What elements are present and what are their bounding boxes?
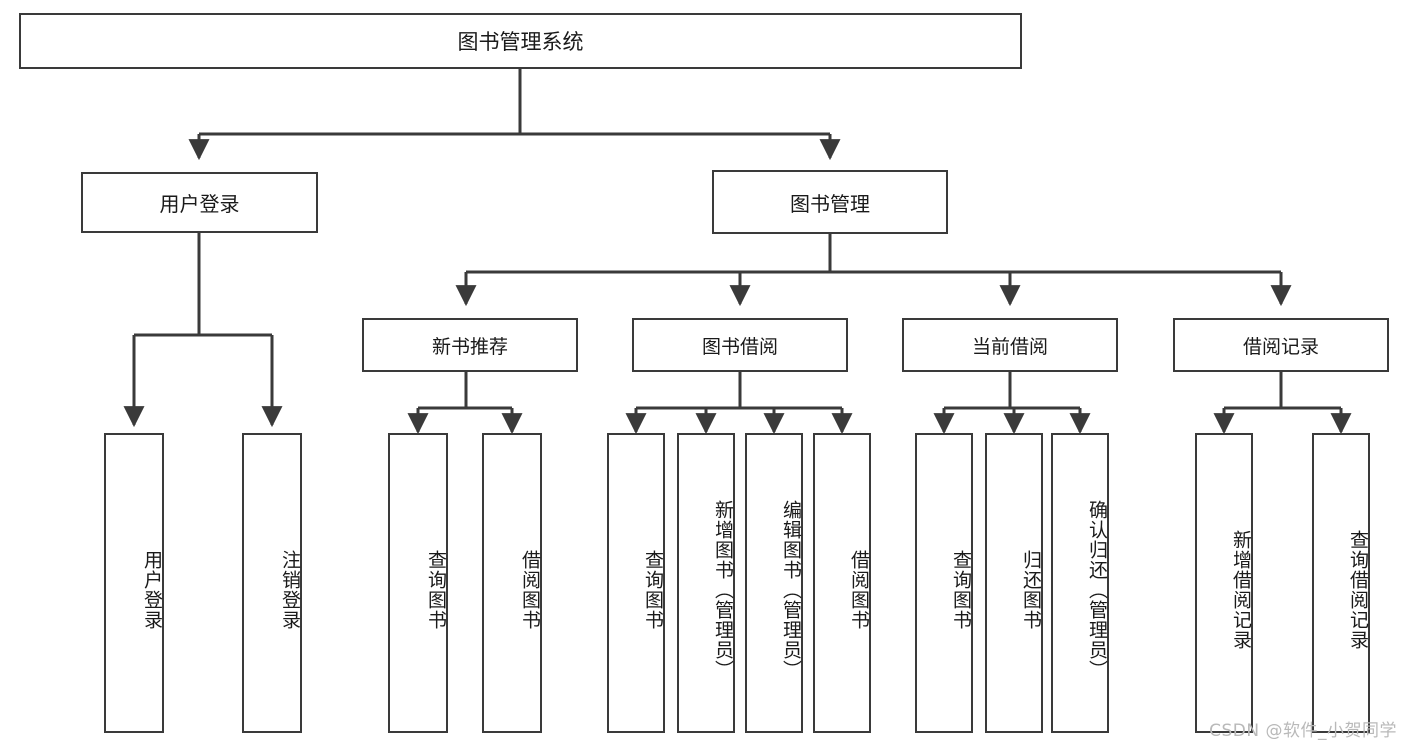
node-label: 图书管理系统 [457,30,584,54]
node-label: 用户登录 [141,550,163,630]
node-root-system[interactable]: 图书管理系统 [19,13,1022,69]
node-label: 借阅图书 [519,550,541,630]
node-label: 编辑图书（管理员） [780,500,802,680]
node-leaf-borrow-book-recommend[interactable]: 借阅图书 [482,433,542,733]
node-book-management[interactable]: 图书管理 [712,170,948,234]
node-label: 图书管理 [790,191,870,216]
node-leaf-edit-book-admin[interactable]: 编辑图书（管理员） [745,433,803,733]
node-leaf-add-book-admin[interactable]: 新增图书（管理员） [677,433,735,733]
node-leaf-user-login[interactable]: 用户登录 [104,433,164,733]
node-leaf-logout[interactable]: 注销登录 [242,433,302,733]
node-label: 归还图书 [1020,550,1042,630]
node-label: 借阅图书 [848,550,870,630]
node-leaf-query-book-current[interactable]: 查询图书 [915,433,973,733]
node-leaf-return-book[interactable]: 归还图书 [985,433,1043,733]
node-label: 用户登录 [159,192,240,216]
node-label: 查询借阅记录 [1347,530,1369,650]
node-borrow-record[interactable]: 借阅记录 [1173,318,1389,372]
node-new-book-recommend[interactable]: 新书推荐 [362,318,578,372]
node-label: 查询图书 [425,550,447,630]
node-label: 新增图书（管理员） [712,500,734,680]
node-leaf-query-borrow-record[interactable]: 查询借阅记录 [1312,433,1370,733]
node-current-borrow[interactable]: 当前借阅 [902,318,1118,372]
node-leaf-query-book-borrow[interactable]: 查询图书 [607,433,665,733]
node-label: 注销登录 [279,550,301,630]
node-label: 图书借阅 [701,335,778,358]
node-leaf-query-book-recommend[interactable]: 查询图书 [388,433,448,733]
node-leaf-borrow-book[interactable]: 借阅图书 [813,433,871,733]
node-label: 确认归还（管理员） [1086,500,1108,680]
node-label: 借阅记录 [1242,335,1319,358]
node-book-borrow[interactable]: 图书借阅 [632,318,848,372]
node-label: 新增借阅记录 [1230,530,1252,650]
node-label: 当前借阅 [971,335,1048,358]
node-user-login[interactable]: 用户登录 [81,172,318,233]
node-label: 查询图书 [950,550,972,630]
node-label: 查询图书 [642,550,664,630]
node-label: 新书推荐 [431,335,508,358]
node-leaf-confirm-return-admin[interactable]: 确认归还（管理员） [1051,433,1109,733]
node-leaf-add-borrow-record[interactable]: 新增借阅记录 [1195,433,1253,733]
